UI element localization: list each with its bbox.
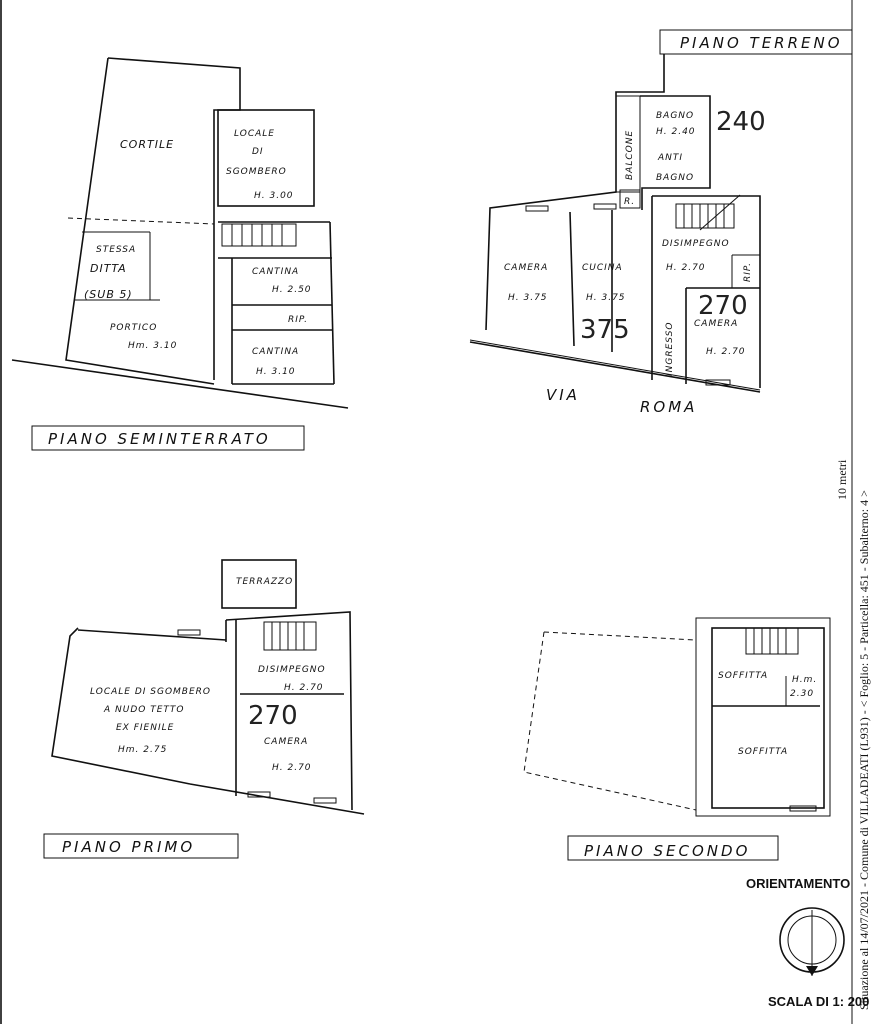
room-label: INGRESSO xyxy=(665,322,675,377)
room-height: H.m. xyxy=(792,675,817,685)
plan-piano-secondo: SOFFITTA H.m. 2.30 SOFFITTA PIANO SECOND… xyxy=(523,617,831,861)
room-height: Hm. 3.10 xyxy=(128,341,177,351)
stairs-primo xyxy=(263,621,317,651)
room-label: CAMERA xyxy=(504,263,548,273)
window xyxy=(247,791,271,798)
room-label: CAMERA xyxy=(264,737,308,747)
room-label: SOFFITTA xyxy=(718,671,768,681)
street-label: ROMA xyxy=(640,398,697,416)
window xyxy=(705,379,731,386)
room-label: PORTICO xyxy=(110,323,157,333)
stairs-secondo xyxy=(745,627,799,655)
room-label: (SUB 5) xyxy=(84,288,133,301)
orientation-label: ORIENTAMENTO xyxy=(746,876,850,891)
window xyxy=(593,203,617,210)
title-piano-terreno: PIANO TERRENO xyxy=(680,34,843,52)
room-label: CUCINA xyxy=(582,263,623,273)
room-label: CORTILE xyxy=(120,138,174,151)
room-height: H. 3.75 xyxy=(586,293,626,303)
balcone-room xyxy=(615,95,641,193)
scale-label: SCALA DI 1: 200 xyxy=(768,994,869,1009)
title-box-secondo xyxy=(567,835,779,861)
stairs-seminterrato xyxy=(221,223,297,247)
title-piano-primo: PIANO PRIMO xyxy=(62,838,195,856)
room-height: H. 3.75 xyxy=(508,293,548,303)
room-height: H. 2.70 xyxy=(272,763,312,773)
room-label: RIP. xyxy=(743,262,753,282)
title-box-primo xyxy=(43,833,239,859)
room-height: H. 3.00 xyxy=(254,191,294,201)
room-label: CANTINA xyxy=(252,267,299,277)
north-arrow-icon xyxy=(779,907,845,976)
room-height: Hm. 2.75 xyxy=(118,745,167,755)
window xyxy=(525,205,549,212)
secondo-outline xyxy=(695,617,831,817)
cadastral-note: Situazione al 14/07/2021 - Comune di VIL… xyxy=(857,490,871,1010)
room-label: BALCONE xyxy=(625,130,635,180)
room-label: A NUDO TETTO xyxy=(103,705,184,715)
room-label: EX FIENILE xyxy=(116,723,174,733)
room-label: SGOMBERO xyxy=(226,167,287,177)
window xyxy=(313,797,337,804)
handwritten-note: 270 xyxy=(698,291,748,321)
plan-piano-primo: TERRAZZO DISIMPEGNO H. 2.70 LOCALE DI SG… xyxy=(43,559,365,859)
terrazzo-room xyxy=(221,559,297,609)
title-piano-seminterrato: PIANO SEMINTERRATO xyxy=(48,430,271,448)
handwritten-note: 270 xyxy=(248,701,298,731)
room-label: LOCALE xyxy=(234,129,275,139)
stairs-terreno xyxy=(675,203,735,229)
title-piano-secondo: PIANO SECONDO xyxy=(584,842,750,860)
room-label: SOFFITTA xyxy=(738,747,788,757)
handwritten-note: 375 xyxy=(580,315,630,345)
room-label: DISIMPEGNO xyxy=(662,239,730,249)
handwritten-note: 240 xyxy=(716,107,766,137)
room-height: H. 2.70 xyxy=(706,347,746,357)
room-height: H. 2.70 xyxy=(284,683,324,693)
room-label: DITTA xyxy=(90,262,127,275)
title-box-seminterrato xyxy=(31,425,305,451)
room-label: BAGNO xyxy=(656,173,694,183)
room-height: H. 2.50 xyxy=(272,285,312,295)
room-label: STESSA xyxy=(96,245,136,255)
room-label: R. xyxy=(624,197,635,207)
locale-sgombero-room xyxy=(217,109,315,207)
plan-piano-terreno: PIANO TERRENO BAGNO H. 2.40 ANTI BAGNO B… xyxy=(469,29,853,416)
title-box-terreno xyxy=(659,29,853,55)
window xyxy=(789,805,817,812)
room-label: DISIMPEGNO xyxy=(258,665,326,675)
room-label: DI xyxy=(252,147,264,157)
room-height: H. 2.40 xyxy=(656,127,696,137)
room-label: LOCALE DI SGOMBERO xyxy=(90,687,211,697)
scale-note: 10 metri xyxy=(835,459,849,500)
room-label: ANTI xyxy=(657,153,683,163)
soffitta-room xyxy=(711,627,825,809)
room-label: CAMERA xyxy=(694,319,738,329)
plan-piano-seminterrato: CORTILE LOCALE DI SGOMBERO H. 3.00 STESS… xyxy=(11,57,349,451)
room-label: RIP. xyxy=(288,315,308,325)
street-label: VIA xyxy=(546,386,580,404)
room-label: BAGNO xyxy=(656,111,694,121)
window xyxy=(177,629,201,636)
room-label: CANTINA xyxy=(252,347,299,357)
room-height: H. 2.70 xyxy=(666,263,706,273)
room-height: H. 3.10 xyxy=(256,367,296,377)
room-label: TERRAZZO xyxy=(236,577,293,587)
room-height: 2.30 xyxy=(790,689,814,699)
